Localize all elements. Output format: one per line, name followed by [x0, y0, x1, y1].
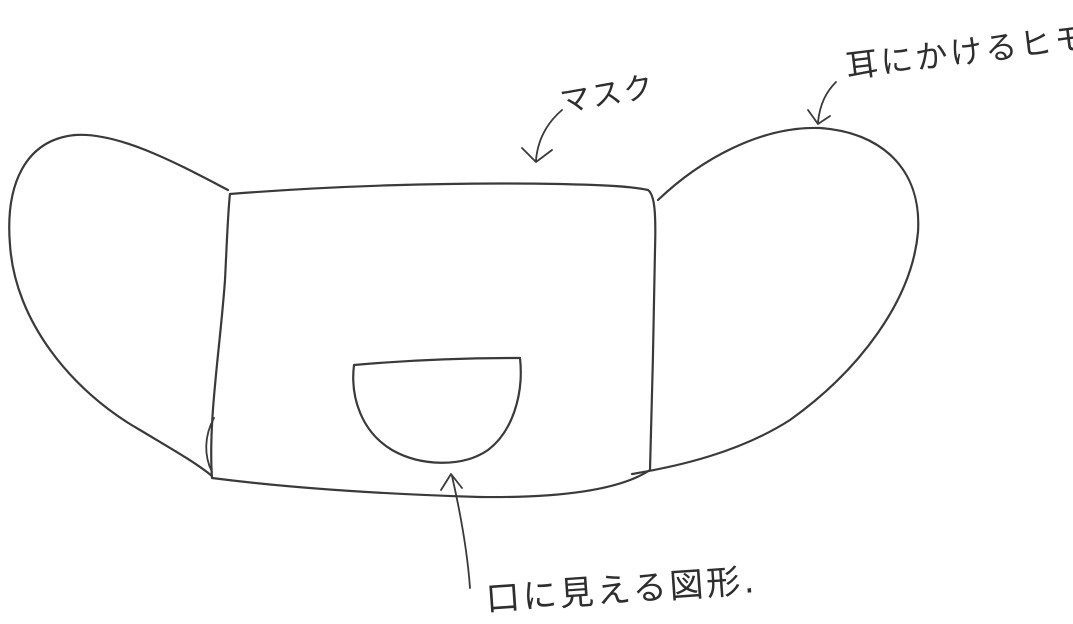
mask-arrow — [521, 109, 563, 163]
ear-strap-arrow — [807, 81, 837, 125]
mouth-arrow — [440, 473, 471, 589]
left-ear-strap — [8, 133, 230, 478]
mask-body — [210, 182, 657, 499]
mouth-shape — [352, 356, 522, 464]
right-ear-strap — [630, 126, 920, 476]
mask-pleat-line — [205, 417, 215, 473]
